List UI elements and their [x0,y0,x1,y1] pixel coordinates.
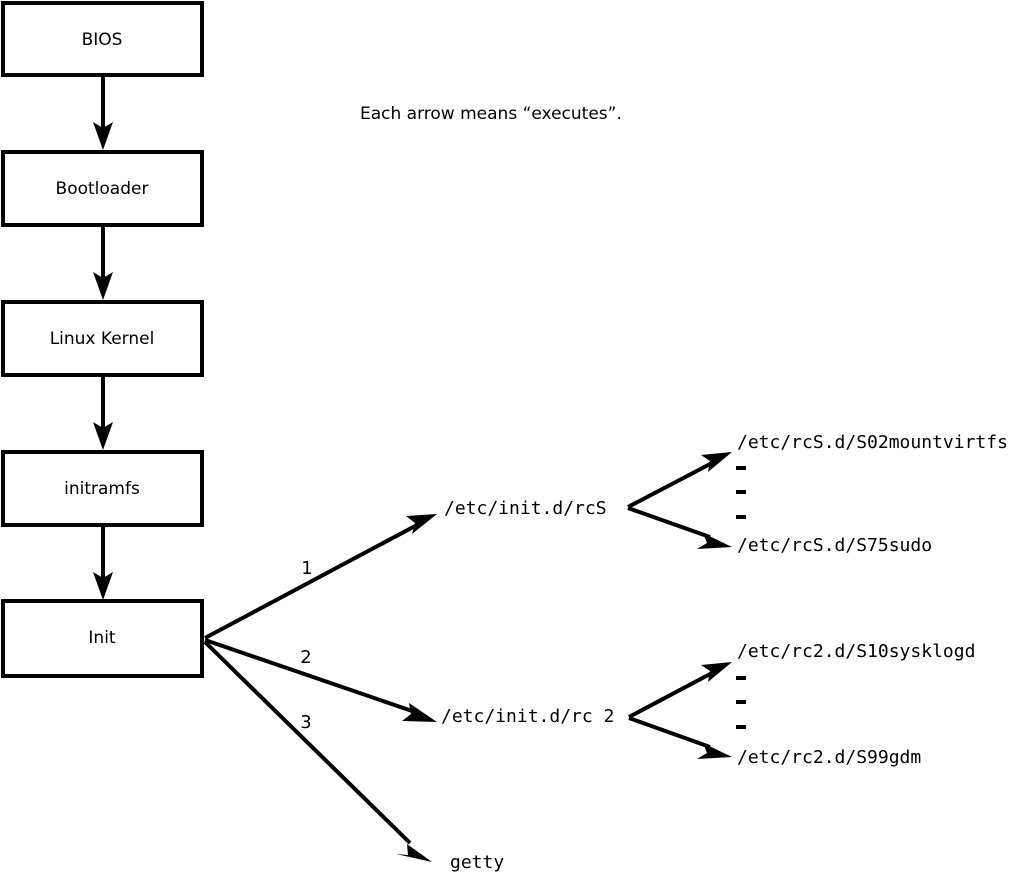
arrow-rc2-to-last-script [628,716,732,759]
node-bios: BIOS [1,1,204,77]
init-label: Init [88,628,116,648]
arrow-bootloader-to-kernel [93,226,113,300]
initramfs-label: initramfs [64,479,140,499]
arrow-init-branch-2 [204,638,437,722]
arrow-rcs-to-first-script [627,452,732,509]
rcs-last-script-label: /etc/rcS.d/S75sudo [737,535,932,556]
arrow-init-branch-3 [203,640,432,862]
node-bootloader: Bootloader [1,150,204,227]
arrow-initramfs-to-init [93,526,113,600]
arrow-rc2-to-first-script [628,662,732,719]
arrow-bios-to-bootloader [93,76,113,150]
arrow-rcs-to-last-script [627,506,732,549]
bios-label: BIOS [82,30,123,50]
target-rc2-label: /etc/init.d/rc 2 [441,706,614,727]
rc2-first-script-label: /etc/rc2.d/S10sysklogd [737,641,975,662]
branch-number-1: 1 [301,558,312,579]
rc2-last-script-label: /etc/rc2.d/S99gdm [737,747,921,768]
initramfs-box [1,450,204,527]
init-box [1,599,204,678]
arrow-init-branch-1 [204,514,437,640]
branch-number-2: 2 [300,647,311,668]
branch-number-3: 3 [300,712,311,733]
linux-kernel-label: Linux Kernel [50,329,155,349]
bios-box [1,1,204,77]
arrow-kernel-to-initramfs [93,376,113,450]
diagram-caption: Each arrow means “executes”. [360,104,622,124]
node-linux-kernel: Linux Kernel [1,300,204,377]
node-initramfs: initramfs [1,450,204,527]
rcs-first-script-label: /etc/rcS.d/S02mountvirtfs [737,432,1008,453]
node-init: Init [1,599,204,678]
bootloader-label: Bootloader [56,179,149,199]
linux-kernel-box [1,300,204,377]
target-rcs-label: /etc/init.d/rcS [444,498,607,519]
target-getty-label: getty [450,852,504,873]
bootloader-box [1,150,204,227]
